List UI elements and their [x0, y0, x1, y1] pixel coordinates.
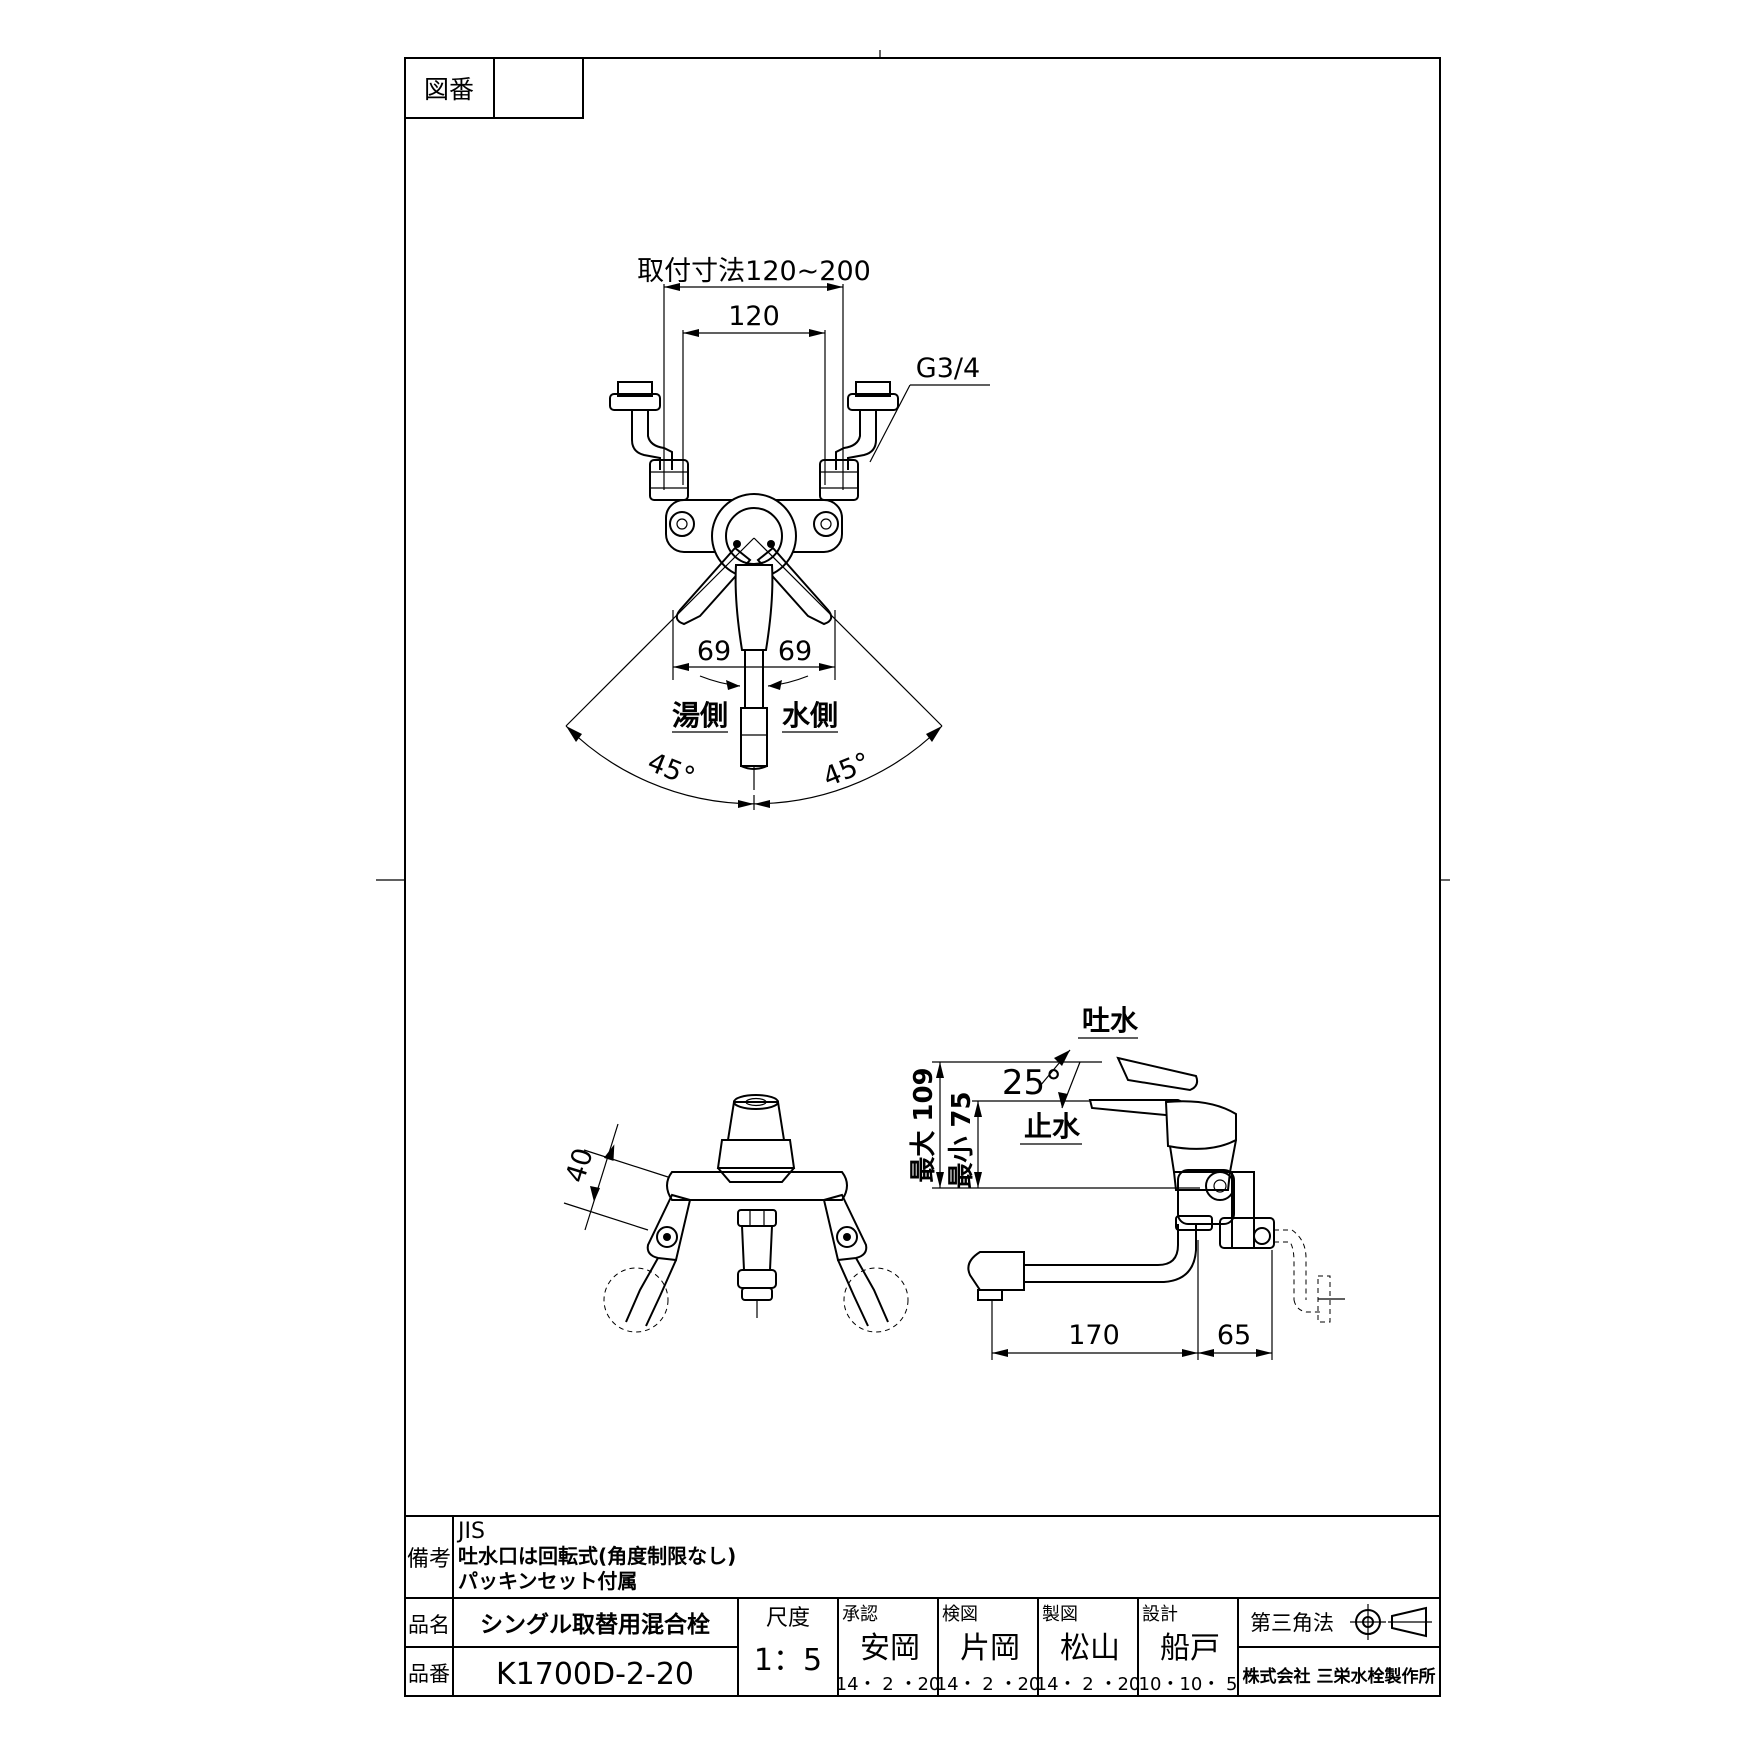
scale-value: 1：5 — [754, 1643, 822, 1678]
company-name: 株式会社 三栄水栓製作所 — [1243, 1666, 1436, 1687]
check-label: 検図 — [942, 1604, 978, 1625]
projection-label: 第三角法 — [1250, 1611, 1334, 1635]
top-view: 取付寸法120~200 120 G3/4 — [565, 256, 990, 810]
drafting-label: 製図 — [1042, 1604, 1078, 1625]
front-view: 40 — [560, 1094, 909, 1333]
sheet-border — [404, 57, 1441, 1697]
dimension-65: 65 — [1217, 1320, 1251, 1351]
mounting-dimension-label: 取付寸法120~200 — [637, 256, 871, 287]
angle-right-45: 45° — [819, 747, 875, 794]
remark-packing-set: パッキンセット付属 — [458, 1569, 637, 1593]
approval-date: 14・ 2 ・20 — [836, 1674, 941, 1695]
thread-spec: G3/4 — [916, 353, 980, 384]
dimension-170: 170 — [1068, 1320, 1120, 1351]
product-name-label: 品名 — [408, 1613, 450, 1637]
remarks-label: 備考 — [407, 1547, 451, 1572]
cold-side-label: 水側 — [782, 699, 838, 732]
approval-label: 承認 — [842, 1604, 878, 1625]
dimension-40: 40 — [560, 1145, 600, 1187]
drafting-date: 14・ 2 ・20 — [1036, 1674, 1141, 1695]
side-view: 最大 109 最小 75 吐水 25° 止水 — [909, 1004, 1345, 1360]
product-number-label: 品番 — [408, 1662, 450, 1686]
scale-label: 尺度 — [766, 1606, 810, 1631]
hot-side-label: 湯側 — [672, 699, 728, 732]
title-block: 備考 JIS 吐水口は回転式(角度制限なし) パッキンセット付属 品名 シングル… — [405, 1515, 1440, 1696]
check-name: 片岡 — [960, 1631, 1020, 1666]
third-angle-projection-icon — [1350, 1604, 1432, 1640]
remark-jis: JIS — [456, 1519, 485, 1544]
remark-rotating-spout: 吐水口は回転式(角度制限なし) — [458, 1544, 736, 1568]
design-date: 10・10・ 5 — [1139, 1674, 1238, 1695]
design-label: 設計 — [1142, 1604, 1178, 1625]
angle-25: 25° — [1002, 1063, 1062, 1103]
min-height-label: 最小 75 — [947, 1091, 977, 1188]
product-name: シングル取替用混合栓 — [480, 1611, 710, 1638]
drawing-number-label: 図番 — [424, 75, 474, 104]
design-name: 船戸 — [1160, 1631, 1220, 1666]
dimension-69-left: 69 — [697, 636, 731, 667]
check-date: 14・ 2 ・20 — [936, 1674, 1041, 1695]
spout-on-label: 吐水 — [1082, 1004, 1139, 1037]
dimension-69-right: 69 — [778, 636, 812, 667]
dimension-120: 120 — [728, 301, 780, 332]
angle-left-45: 45° — [643, 747, 699, 794]
max-height-label: 最大 109 — [909, 1067, 939, 1182]
approval-name: 安岡 — [860, 1631, 920, 1666]
drafting-name: 松山 — [1060, 1631, 1120, 1666]
spout-off-label: 止水 — [1024, 1110, 1081, 1143]
product-number: K1700D-2-20 — [496, 1657, 694, 1692]
drawing-number-box: 図番 — [404, 57, 584, 119]
